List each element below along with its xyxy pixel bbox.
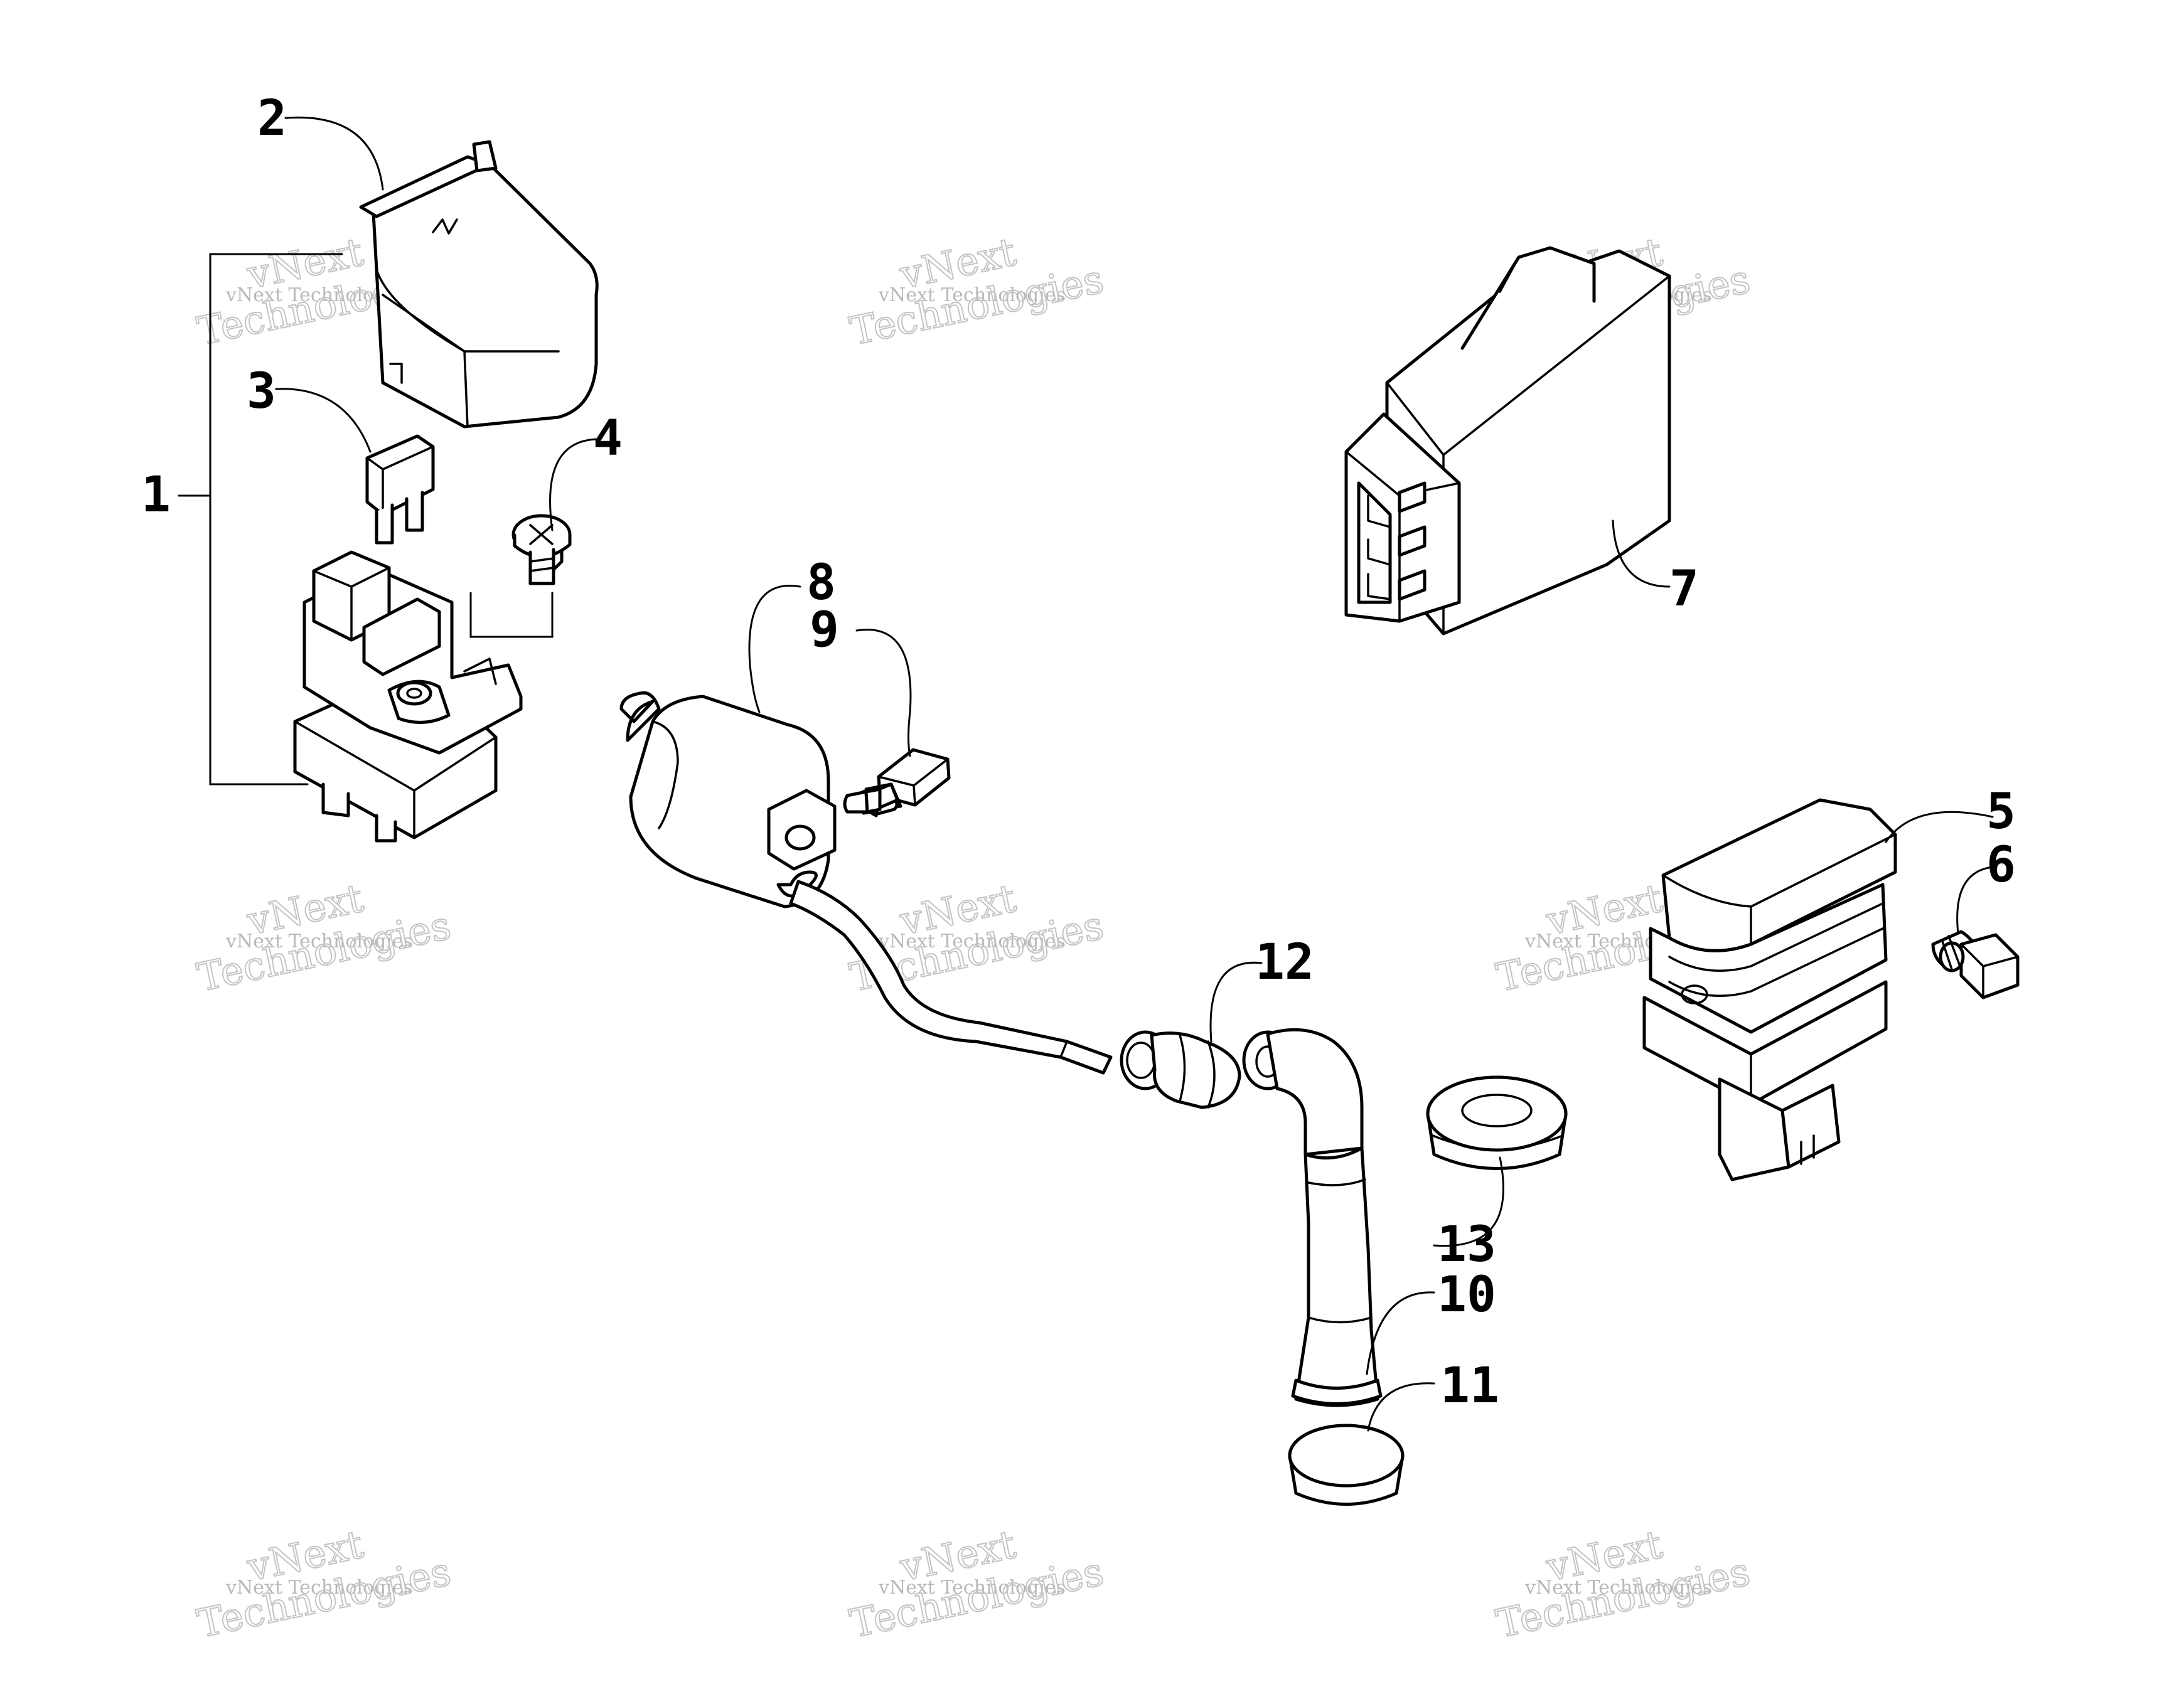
- callout-3: 3: [247, 363, 276, 420]
- svg-text:vNext Technologies: vNext Technologies: [878, 1577, 1066, 1599]
- part-fuse: [365, 434, 435, 545]
- part-cover: [359, 140, 599, 429]
- callout-13: 13: [1437, 1217, 1496, 1273]
- callout-7: 7: [1669, 561, 1699, 617]
- callout-11: 11: [1440, 1358, 1499, 1414]
- svg-text:vNext Technologies: vNext Technologies: [878, 930, 1066, 952]
- callout-9: 9: [810, 602, 839, 658]
- callout-12: 12: [1255, 934, 1314, 991]
- part-cdi-box: [1344, 246, 1671, 636]
- part-screw: [469, 514, 572, 638]
- bracket-line: [209, 253, 343, 786]
- callout-2: 2: [257, 90, 287, 147]
- part-ignition-coil: [619, 691, 1113, 1075]
- watermark: vNext Technologies vNext Technologies: [193, 1521, 456, 1648]
- part-starter-relay: [293, 550, 523, 843]
- callouts: 1 2 3 4 5 6 7 8 9 10 11 12 13: [141, 90, 2016, 1414]
- callout-10: 10: [1437, 1267, 1496, 1323]
- part-bolt: [843, 748, 951, 818]
- callout-8: 8: [806, 555, 836, 611]
- part-voltage-regulator: [1642, 798, 1897, 1181]
- part-plug-cap: [1242, 1028, 1383, 1407]
- part-end-cap: [1288, 1424, 1405, 1506]
- part-grommet: [1426, 1075, 1568, 1170]
- watermark: vNext Technologies vNext Technologies: [1492, 1521, 1755, 1648]
- part-rubber-boot: [1120, 1030, 1241, 1109]
- callout-1: 1: [141, 467, 171, 523]
- watermark: vNext Technologies vNext Technologies: [193, 875, 456, 1001]
- callout-5: 5: [1986, 784, 2016, 840]
- callout-6: 6: [1986, 837, 2016, 893]
- svg-text:vNext Technologies: vNext Technologies: [225, 1577, 413, 1599]
- callout-4: 4: [593, 410, 623, 467]
- svg-text:vNext Technologies: vNext Technologies: [878, 284, 1066, 306]
- part-flange-bolt: [1931, 930, 2020, 999]
- watermark: vNext Technologies vNext Technologies: [845, 228, 1108, 355]
- svg-text:vNext Technologies: vNext Technologies: [225, 930, 413, 952]
- svg-text:vNext Technologies: vNext Technologies: [1524, 1577, 1712, 1599]
- watermark: vNext Technologies vNext Technologies: [845, 1521, 1108, 1648]
- leader-lines: [275, 116, 1994, 1432]
